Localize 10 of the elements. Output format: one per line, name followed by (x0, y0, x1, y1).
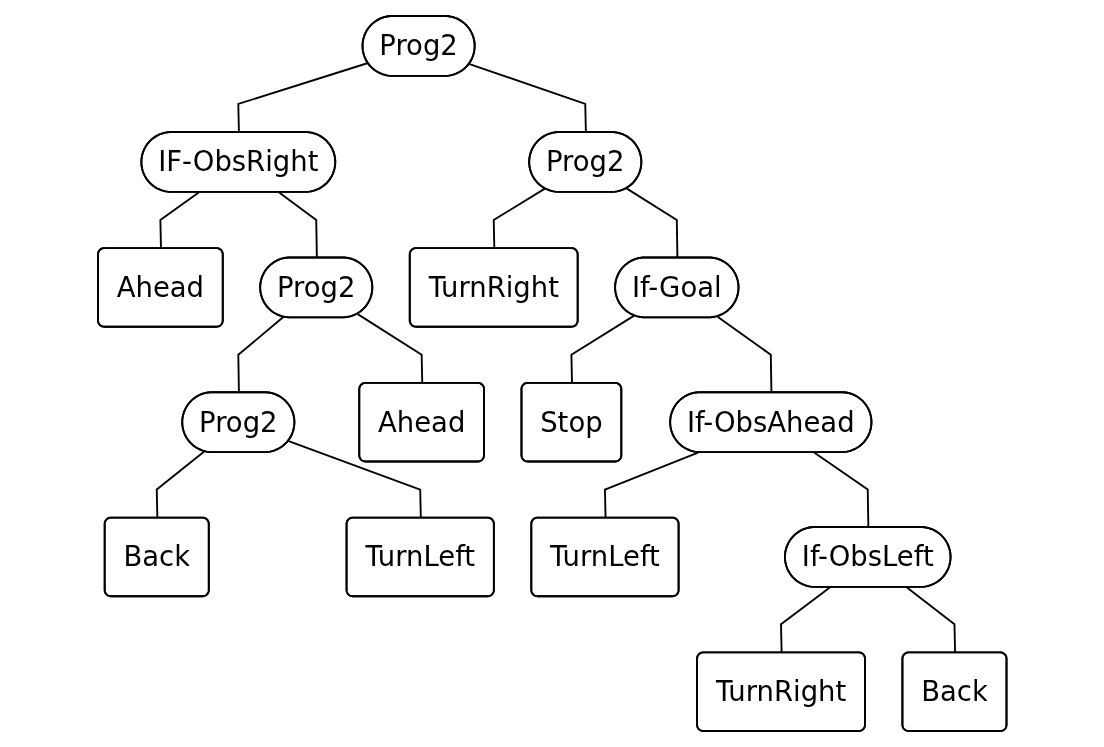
connector (492, 187, 546, 250)
connector (237, 316, 284, 394)
connector (625, 187, 679, 259)
connector (159, 191, 200, 250)
connector (277, 191, 318, 259)
connector (905, 586, 956, 654)
connector (237, 62, 369, 134)
connector (779, 586, 831, 654)
connector (468, 63, 587, 134)
connector (716, 315, 773, 394)
